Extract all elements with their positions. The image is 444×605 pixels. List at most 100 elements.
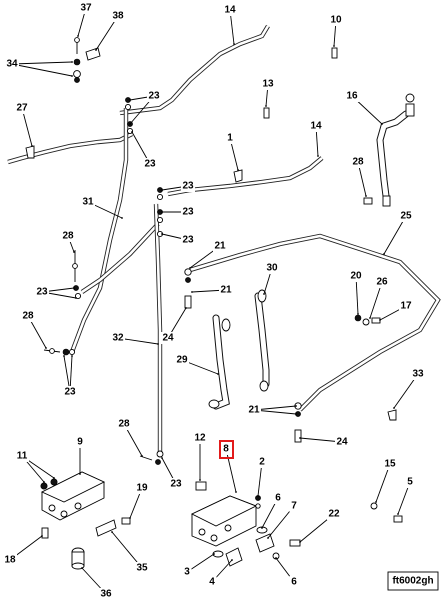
leader-dot-4 — [231, 559, 233, 561]
callout-bg-37 — [79, 2, 93, 14]
leader-dot-24 — [185, 307, 187, 309]
leader-dot-9 — [79, 473, 81, 475]
leader-dot-20 — [357, 313, 359, 315]
leader-dot-15 — [375, 501, 377, 503]
leader-dot-23 — [131, 131, 133, 133]
callout-bg-13 — [261, 78, 275, 90]
leader-dot-23 — [71, 355, 73, 357]
highlight-box — [219, 440, 234, 459]
leader-dot-17 — [379, 319, 381, 321]
callout-23: 23 — [148, 91, 160, 102]
fitting-21 — [184, 268, 302, 417]
callout-23: 23 — [64, 387, 76, 398]
leader-dot-18 — [41, 535, 43, 537]
leader-dot-24 — [299, 437, 301, 439]
callout-37: 37 — [80, 3, 92, 14]
callout-bg-20 — [349, 270, 363, 282]
callout-23: 23 — [182, 207, 194, 218]
leader-dot-14 — [233, 43, 235, 45]
callout-bg-23 — [63, 386, 77, 398]
callout-bg-23 — [35, 286, 49, 298]
leader-dot-11 — [53, 477, 55, 479]
callout-bg-4 — [207, 576, 217, 588]
callout-bg-24 — [161, 332, 175, 344]
leader-dot-21 — [295, 413, 297, 415]
callout-14: 14 — [224, 5, 236, 16]
leader-dot-19 — [129, 517, 131, 519]
callout-bg-35 — [135, 562, 149, 574]
callout-15: 15 — [384, 459, 396, 470]
tube-31 — [69, 108, 129, 353]
callout-bg-28 — [351, 156, 365, 168]
leader-dot-23 — [161, 211, 163, 213]
leader-dot-25 — [383, 253, 385, 255]
tube-cross — [80, 222, 160, 294]
callout-bg-21 — [247, 404, 261, 416]
callout-33: 33 — [412, 369, 424, 380]
callout-28: 28 — [22, 311, 34, 322]
nut-20 — [354, 314, 362, 322]
callout-bg-34 — [5, 58, 19, 70]
callout-13: 13 — [262, 79, 274, 90]
leader-dot-2 — [257, 495, 259, 497]
callout-23: 23 — [170, 479, 182, 490]
hose-end-fittings — [208, 93, 415, 409]
callout-bg-28 — [61, 230, 75, 242]
leader-dot-23 — [161, 189, 163, 191]
callout-21: 21 — [214, 241, 226, 252]
leader-dot-28 — [73, 251, 75, 253]
callout-3: 3 — [184, 567, 190, 578]
callout-10: 10 — [330, 15, 342, 26]
callout-bg-2 — [257, 456, 267, 468]
callout-26: 26 — [376, 277, 388, 288]
callout-24: 24 — [162, 333, 174, 344]
leader-dot-23 — [129, 123, 131, 125]
callout-bg-15 — [383, 458, 397, 470]
callout-bg-8 — [221, 443, 231, 455]
leader-dot-30 — [263, 293, 265, 295]
callout-labels: 1234566789101112131414151617181920212121… — [3, 2, 425, 600]
valve-block-9 — [40, 471, 131, 539]
leader-dot-36 — [81, 567, 83, 569]
leader-line-8 — [225, 448, 237, 493]
callout-bg-23 — [143, 158, 157, 170]
callout-bg-6 — [289, 576, 299, 588]
leader-dot-34 — [71, 75, 73, 77]
callout-25: 25 — [400, 211, 412, 222]
callout-20: 20 — [350, 271, 362, 282]
leader-dot-34 — [71, 61, 73, 63]
callout-17: 17 — [400, 301, 412, 312]
leader-line-20 — [355, 275, 359, 315]
leader-dot-21 — [295, 405, 297, 407]
callout-bg-36 — [99, 588, 113, 600]
callout-5: 5 — [407, 477, 413, 488]
fitting-23-middle — [156, 187, 164, 238]
leader-dot-5 — [397, 513, 399, 515]
callout-35: 35 — [136, 563, 148, 574]
callout-bg-11 — [15, 450, 29, 462]
callout-bg-23 — [181, 206, 195, 218]
leader-line-15 — [375, 463, 391, 503]
callout-28: 28 — [62, 231, 74, 242]
callout-28: 28 — [352, 157, 364, 168]
callout-bg-9 — [75, 436, 85, 448]
fitting-24 — [184, 295, 302, 443]
tube-25 — [189, 233, 441, 412]
leader-dot-14 — [317, 155, 319, 157]
callout-23: 23 — [144, 159, 156, 170]
screw-13 — [263, 107, 270, 119]
leader-dot-23 — [161, 233, 163, 235]
callout-31: 31 — [82, 197, 94, 208]
leader-dot-37 — [77, 35, 79, 37]
leader-dot-35 — [111, 531, 113, 533]
leader-dot-21 — [189, 267, 191, 269]
leader-dot-32 — [157, 343, 159, 345]
leader-dot-26 — [369, 317, 371, 319]
clip-33 — [387, 409, 397, 421]
callout-18: 18 — [4, 555, 16, 566]
leader-dot-23 — [161, 457, 163, 459]
hose-29 — [212, 314, 230, 410]
callout-19: 19 — [136, 483, 148, 494]
callout-bg-23 — [147, 90, 161, 102]
callout-bg-24 — [335, 436, 349, 448]
